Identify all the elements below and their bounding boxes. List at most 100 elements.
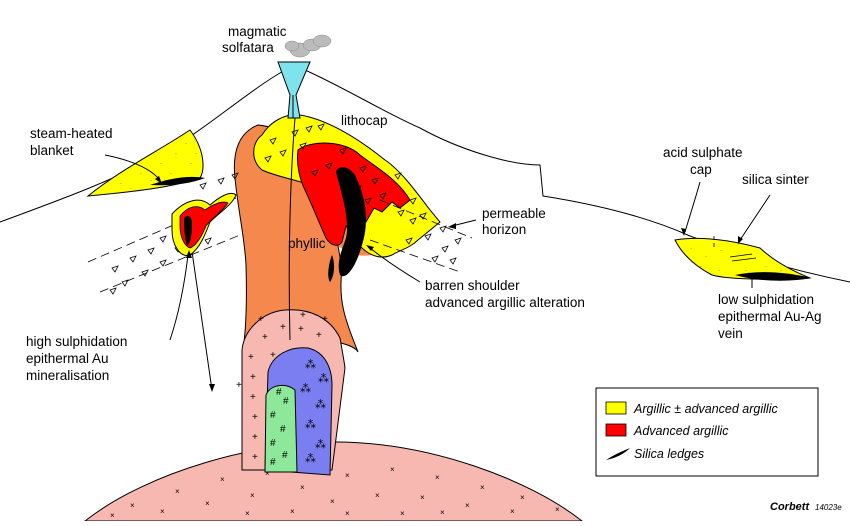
svg-text:×: × bbox=[435, 473, 440, 482]
lithocap-breccia-pattern bbox=[264, 123, 427, 220]
svg-text:×: × bbox=[330, 497, 335, 506]
intrusion-hash-pattern: ####### bbox=[270, 387, 289, 468]
svg-text:×: × bbox=[245, 509, 250, 518]
high-sulphidation-ledge bbox=[184, 216, 192, 246]
svg-text:×: × bbox=[520, 493, 525, 502]
svg-text:+: + bbox=[262, 332, 268, 343]
legend-label-argillic: Argillic ± advanced argillic bbox=[633, 402, 778, 416]
svg-text:+: + bbox=[322, 314, 328, 325]
svg-text:·: · bbox=[130, 186, 132, 192]
svg-text:×: × bbox=[265, 469, 270, 478]
label-low-sulphidation: low sulphidation bbox=[718, 292, 814, 307]
svg-text:·: · bbox=[720, 248, 722, 254]
svg-text:·: · bbox=[690, 246, 692, 252]
svg-text:·: · bbox=[140, 171, 142, 177]
svg-text:×: × bbox=[480, 483, 485, 492]
basement-pattern: ××××××××××××××××××××××××× bbox=[110, 465, 560, 520]
svg-text:·: · bbox=[160, 161, 162, 167]
svg-text:+: + bbox=[250, 372, 256, 383]
svg-text:⁂: ⁂ bbox=[305, 419, 316, 431]
svg-text:×: × bbox=[250, 491, 255, 500]
lithocap-silica-ledge bbox=[336, 167, 366, 277]
svg-text:#: # bbox=[280, 424, 286, 435]
label-silica-sinter: silica sinter bbox=[742, 172, 809, 187]
svg-text:·: · bbox=[150, 178, 152, 184]
svg-text:·: · bbox=[120, 181, 122, 187]
svg-text:+: + bbox=[258, 314, 264, 325]
intrusion-star-pattern: ⁂⁂⁂⁂⁂⁂⁂ bbox=[300, 359, 329, 465]
label-permeable: permeable bbox=[482, 206, 546, 221]
label-lithocap: lithocap bbox=[341, 113, 388, 128]
svg-text:×: × bbox=[220, 475, 225, 484]
legend-swatch-advanced-argillic bbox=[605, 423, 627, 437]
central-fault bbox=[288, 117, 296, 341]
svg-text:×: × bbox=[465, 501, 470, 510]
svg-text:·: · bbox=[780, 268, 782, 274]
svg-text:+: + bbox=[252, 412, 258, 423]
svg-text:+: + bbox=[298, 324, 304, 335]
label-phyllic: phyllic bbox=[288, 236, 326, 251]
label-steam-heated: steam-heated bbox=[30, 126, 113, 141]
label-blanket: blanket bbox=[30, 143, 74, 158]
svg-text:×: × bbox=[400, 509, 405, 518]
svg-text:·: · bbox=[170, 171, 172, 177]
label-horizon: horizon bbox=[482, 222, 526, 237]
svg-text:·: · bbox=[765, 264, 767, 270]
svg-text:×: × bbox=[375, 491, 380, 500]
legend-swatch-silica-ledges bbox=[606, 448, 630, 460]
svg-text:+: + bbox=[248, 352, 254, 363]
steam-heated-ledge bbox=[150, 176, 205, 186]
svg-text:#: # bbox=[270, 410, 276, 421]
svg-text:×: × bbox=[290, 507, 295, 516]
svg-text:·: · bbox=[735, 258, 737, 264]
svg-text:+: + bbox=[250, 392, 256, 403]
acid-sulphate-pattern: ·········· bbox=[690, 246, 782, 274]
leader-lines bbox=[104, 154, 771, 341]
label-advanced-argillic-alteration: advanced argillic alteration bbox=[425, 295, 585, 310]
label-cap: cap bbox=[690, 162, 712, 177]
credit-code: 14023e bbox=[815, 503, 842, 512]
svg-text:⁂: ⁂ bbox=[315, 399, 326, 411]
svg-text:+: + bbox=[316, 330, 322, 341]
label-barren-shoulder: barren shoulder bbox=[425, 278, 520, 293]
svg-text:×: × bbox=[345, 509, 350, 518]
label-mineralisation: mineralisation bbox=[26, 368, 109, 383]
legend-label-silica-ledges: Silica ledges bbox=[634, 447, 704, 461]
svg-text:·: · bbox=[700, 264, 702, 270]
legend-box bbox=[595, 387, 819, 477]
svg-text:×: × bbox=[175, 487, 180, 496]
svg-text:⁂: ⁂ bbox=[305, 359, 316, 371]
svg-text:·: · bbox=[745, 268, 747, 274]
svg-text:#: # bbox=[282, 450, 288, 461]
low-sulphidation-vein bbox=[735, 272, 812, 281]
high-sulphidation-red bbox=[179, 201, 229, 249]
svg-text:×: × bbox=[300, 483, 305, 492]
svg-text:·: · bbox=[185, 141, 187, 147]
svg-text:⁂: ⁂ bbox=[318, 373, 329, 385]
svg-text:×: × bbox=[130, 501, 135, 510]
svg-text:·: · bbox=[175, 151, 177, 157]
svg-text:×: × bbox=[555, 505, 560, 514]
svg-text:#: # bbox=[270, 457, 276, 468]
svg-text:⁂: ⁂ bbox=[300, 383, 311, 395]
lithocap-silica-ledge-2 bbox=[328, 255, 335, 282]
acid-sulphate-cap bbox=[674, 237, 811, 280]
svg-text:·: · bbox=[195, 151, 197, 157]
silica-sinter-bed bbox=[729, 253, 757, 262]
svg-text:×: × bbox=[510, 507, 515, 516]
label-epithermal-au: epithermal Au bbox=[26, 351, 109, 366]
svg-text:×: × bbox=[160, 507, 165, 516]
svg-text:·: · bbox=[750, 252, 752, 258]
svg-text:·: · bbox=[718, 268, 720, 274]
svg-text:·: · bbox=[190, 161, 192, 167]
label-magmatic: magmatic bbox=[228, 24, 287, 39]
svg-text:×: × bbox=[345, 471, 350, 480]
svg-text:×: × bbox=[420, 493, 425, 502]
intrusion-plus-pattern: +++++++++++++++ bbox=[236, 310, 328, 463]
label-solfatara: solfatara bbox=[222, 40, 274, 55]
label-high-sulphidation: high sulphidation bbox=[26, 334, 127, 349]
legend: Argillic ± advanced argillic Advanced ar… bbox=[595, 387, 819, 477]
svg-text:+: + bbox=[280, 322, 286, 333]
